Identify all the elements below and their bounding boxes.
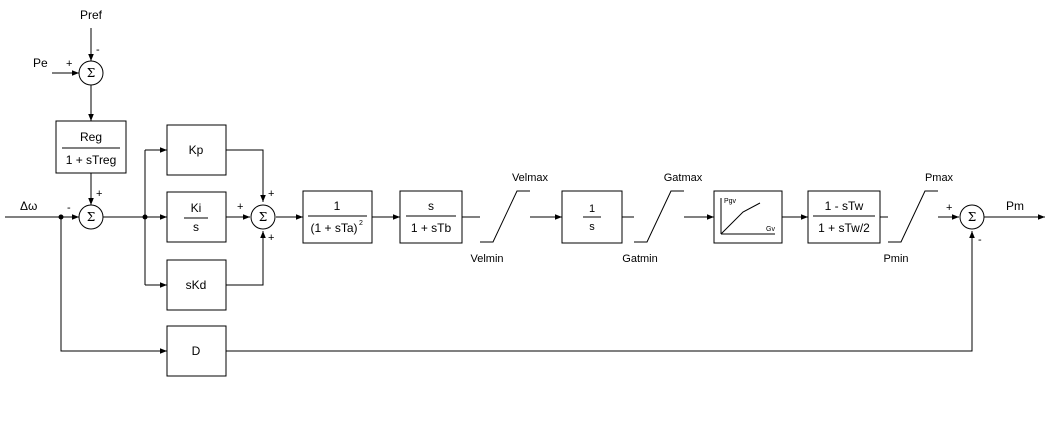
svg-text:Σ: Σ	[968, 210, 976, 224]
svg-text:s: s	[428, 199, 434, 213]
sign-pmax-path: +	[946, 202, 952, 214]
block-reg: Reg 1 + sTreg	[55, 120, 127, 174]
junction-dot-pid-branch	[142, 214, 148, 220]
label-delta-omega: Δω	[20, 199, 37, 213]
svg-text:(1 + sTa): (1 + sTa)	[310, 221, 357, 235]
svg-text:1 + sTw/2: 1 + sTw/2	[818, 221, 870, 235]
limiter-power: Pmax Pmin	[883, 172, 953, 265]
svg-text:s: s	[193, 220, 199, 234]
svg-text:1 + sTreg: 1 + sTreg	[66, 153, 117, 167]
svg-text:s: s	[589, 221, 595, 233]
sign-delta-omega: -	[67, 202, 71, 214]
sign-d-path: -	[978, 234, 982, 246]
svg-text:1: 1	[334, 199, 341, 213]
svg-text:Σ: Σ	[87, 66, 95, 80]
svg-text:1 + sTb: 1 + sTb	[411, 221, 452, 235]
svg-text:Pgv: Pgv	[724, 198, 737, 205]
sign-pref: -	[96, 44, 100, 56]
summer-reference: Σ	[78, 60, 104, 86]
svg-text:Pmax: Pmax	[925, 172, 954, 184]
svg-text:Gatmin: Gatmin	[622, 253, 657, 265]
svg-text:Velmin: Velmin	[470, 253, 503, 265]
block-gate-curve: Pgv Gv	[713, 190, 783, 244]
block-kp: Kp	[166, 124, 227, 176]
svg-text:Reg: Reg	[80, 130, 102, 144]
block-tw: 1 - sTw 1 + sTw/2	[807, 190, 881, 244]
summer-pid: Σ	[250, 204, 276, 230]
svg-text:1 - sTw: 1 - sTw	[825, 199, 864, 213]
junction-dot-delta-omega	[58, 214, 64, 220]
block-d: D	[166, 325, 227, 377]
block-kd: sKd	[166, 259, 227, 311]
svg-text:sKd: sKd	[186, 278, 207, 292]
label-pe: Pe	[33, 56, 48, 70]
summer-output: Σ	[959, 204, 985, 230]
sign-kd: +	[268, 232, 274, 244]
label-pref: Pref	[80, 8, 103, 22]
svg-text:Σ: Σ	[87, 210, 95, 224]
svg-text:Gatmax: Gatmax	[664, 172, 703, 184]
limiter-velocity: Velmax Velmin	[470, 172, 548, 265]
svg-text:Velmax: Velmax	[512, 172, 549, 184]
svg-text:Gv: Gv	[766, 226, 775, 233]
svg-text:Ki: Ki	[191, 201, 202, 215]
block-ki: Ki s	[166, 191, 227, 243]
limiter-gate: Gatmax Gatmin	[622, 172, 702, 265]
svg-text:2: 2	[359, 220, 363, 227]
signal-wires	[5, 28, 1045, 354]
svg-text:1: 1	[589, 203, 595, 215]
sign-kp: +	[268, 188, 274, 200]
sign-pe: +	[66, 58, 72, 70]
label-pm: Pm	[1006, 199, 1024, 213]
summer-speed-error: Σ	[78, 204, 104, 230]
block-ta: 1 (1 + sTa) 2	[302, 190, 373, 244]
sign-reg: +	[96, 188, 102, 200]
svg-text:Σ: Σ	[259, 210, 267, 224]
svg-text:Kp: Kp	[189, 143, 204, 157]
block-integrator: 1 s	[561, 190, 623, 244]
svg-text:D: D	[192, 344, 201, 358]
sign-ki: +	[237, 201, 243, 213]
svg-text:Pmin: Pmin	[883, 253, 908, 265]
block-tb: s 1 + sTb	[399, 190, 463, 244]
